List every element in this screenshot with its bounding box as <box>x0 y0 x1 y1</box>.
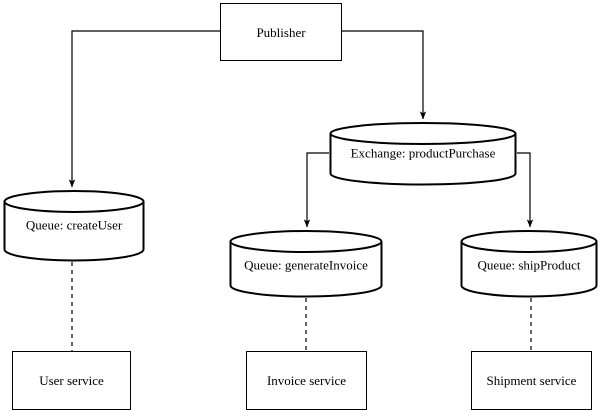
node-publisher-label: Publisher <box>256 24 306 40</box>
node-queue-generate-invoice-label: Queue: generateInvoice <box>244 257 368 273</box>
node-invoice-service-label: Invoice service <box>266 373 347 388</box>
edge-exchange-to-queue-ship-product <box>517 152 534 228</box>
node-invoice-service[interactable]: Invoice service <box>246 351 367 410</box>
node-shipment-service-label: Shipment service <box>486 373 577 388</box>
node-queue-ship-product-label: Queue: shipProduct <box>477 257 581 273</box>
edge-publisher-to-queue-create-user <box>68 30 220 188</box>
edge-publisher-to-exchange-product-purchase <box>342 30 427 120</box>
node-shipment-service[interactable]: Shipment service <box>471 351 592 410</box>
edge-exchange-to-queue-generate-invoice <box>303 152 329 228</box>
cylinder-shape <box>229 230 383 298</box>
node-queue-generate-invoice[interactable]: Queue: generateInvoice <box>229 230 383 298</box>
node-exchange-product-purchase[interactable]: Exchange: productPurchase <box>329 122 517 185</box>
cylinder-shape <box>460 230 598 298</box>
node-queue-ship-product[interactable]: Queue: shipProduct <box>460 230 598 298</box>
node-queue-create-user[interactable]: Queue: createUser <box>3 190 145 262</box>
node-exchange-product-purchase-label: Exchange: productPurchase <box>350 145 496 161</box>
cylinder-shape <box>329 122 517 185</box>
node-user-service[interactable]: User service <box>12 351 131 410</box>
node-publisher[interactable]: Publisher <box>220 3 342 61</box>
cylinder-shape <box>3 190 145 262</box>
node-user-service-label: User service <box>39 373 104 388</box>
node-queue-create-user-label: Queue: createUser <box>25 217 123 233</box>
